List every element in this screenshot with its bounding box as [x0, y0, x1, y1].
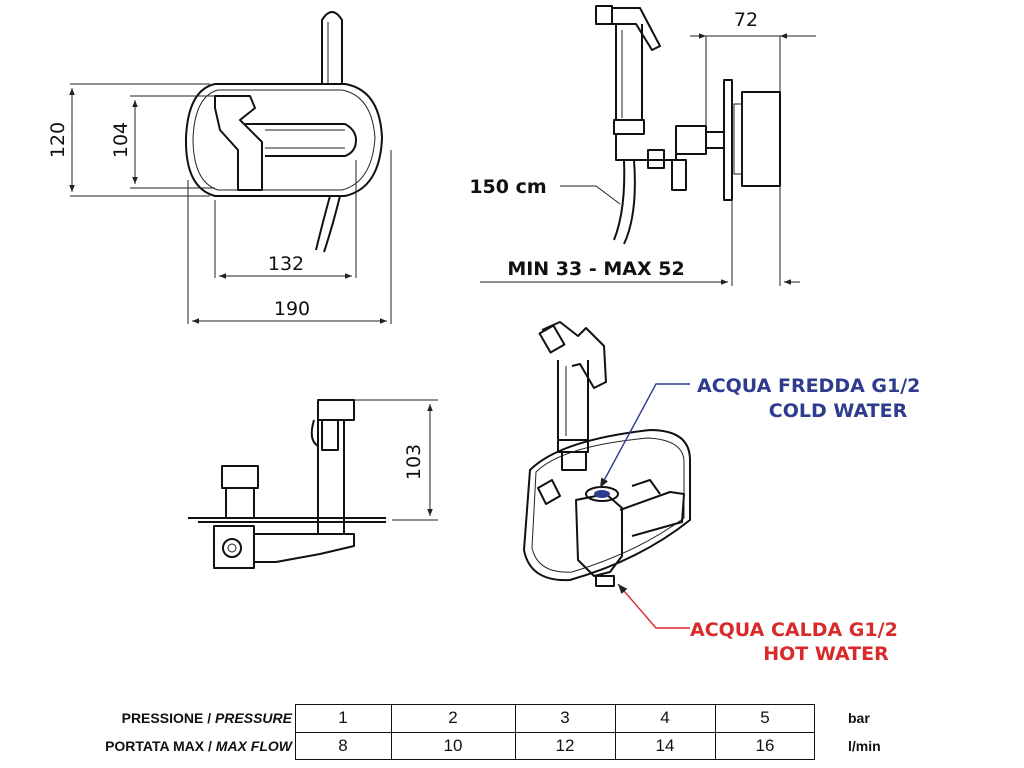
isometric-view	[523, 321, 691, 587]
technical-drawing: 120 104 132 190 72 150 cm	[47, 5, 920, 665]
dim-width-inner: 132	[268, 253, 304, 275]
flow-cell: 8	[338, 736, 348, 755]
dim-height-outer: 120	[47, 122, 69, 158]
flow-cell: 16	[755, 736, 775, 755]
spec-table-grid	[295, 704, 815, 760]
pressure-cell: 2	[448, 708, 458, 727]
pressure-cell: 3	[560, 708, 570, 727]
cold-water-label-en: COLD WATER	[769, 400, 908, 422]
flow-label: PORTATA MAX / MAX FLOW	[105, 738, 292, 754]
side-view	[480, 5, 816, 286]
wall-range-label: MIN 33 - MAX 52	[507, 258, 684, 280]
dim-height-inner: 104	[110, 122, 132, 158]
dim-width-outer: 190	[274, 298, 310, 320]
cold-water-label-it: ACQUA FREDDA G1/2	[697, 375, 920, 397]
flow-unit: l/min	[848, 738, 881, 754]
hose-length-label: 150 cm	[469, 176, 546, 198]
dim-depth: 72	[734, 9, 758, 31]
pressure-label: PRESSIONE / PRESSURE	[121, 710, 292, 726]
pressure-unit: bar	[848, 710, 870, 726]
dim-height-side: 103	[403, 444, 425, 480]
lower-side-view	[188, 399, 438, 569]
front-view	[69, 11, 392, 324]
pressure-row: PRESSIONE / PRESSURE 1 2 3 4 5 bar	[0, 704, 1024, 732]
pressure-cell: 5	[760, 708, 770, 727]
cold-callout-line	[599, 383, 690, 489]
flow-cell: 10	[443, 736, 463, 755]
flow-cell: 12	[555, 736, 575, 755]
hot-water-label-en: HOT WATER	[763, 643, 889, 665]
hot-water-label-it: ACQUA CALDA G1/2	[690, 619, 898, 641]
flow-row: PORTATA MAX / MAX FLOW 8 10 12 14 16 l/m…	[0, 732, 1024, 760]
pressure-cell: 4	[660, 708, 670, 727]
pressure-cell: 1	[338, 708, 348, 727]
hot-callout-line	[617, 583, 690, 629]
flow-cell: 14	[655, 736, 675, 755]
